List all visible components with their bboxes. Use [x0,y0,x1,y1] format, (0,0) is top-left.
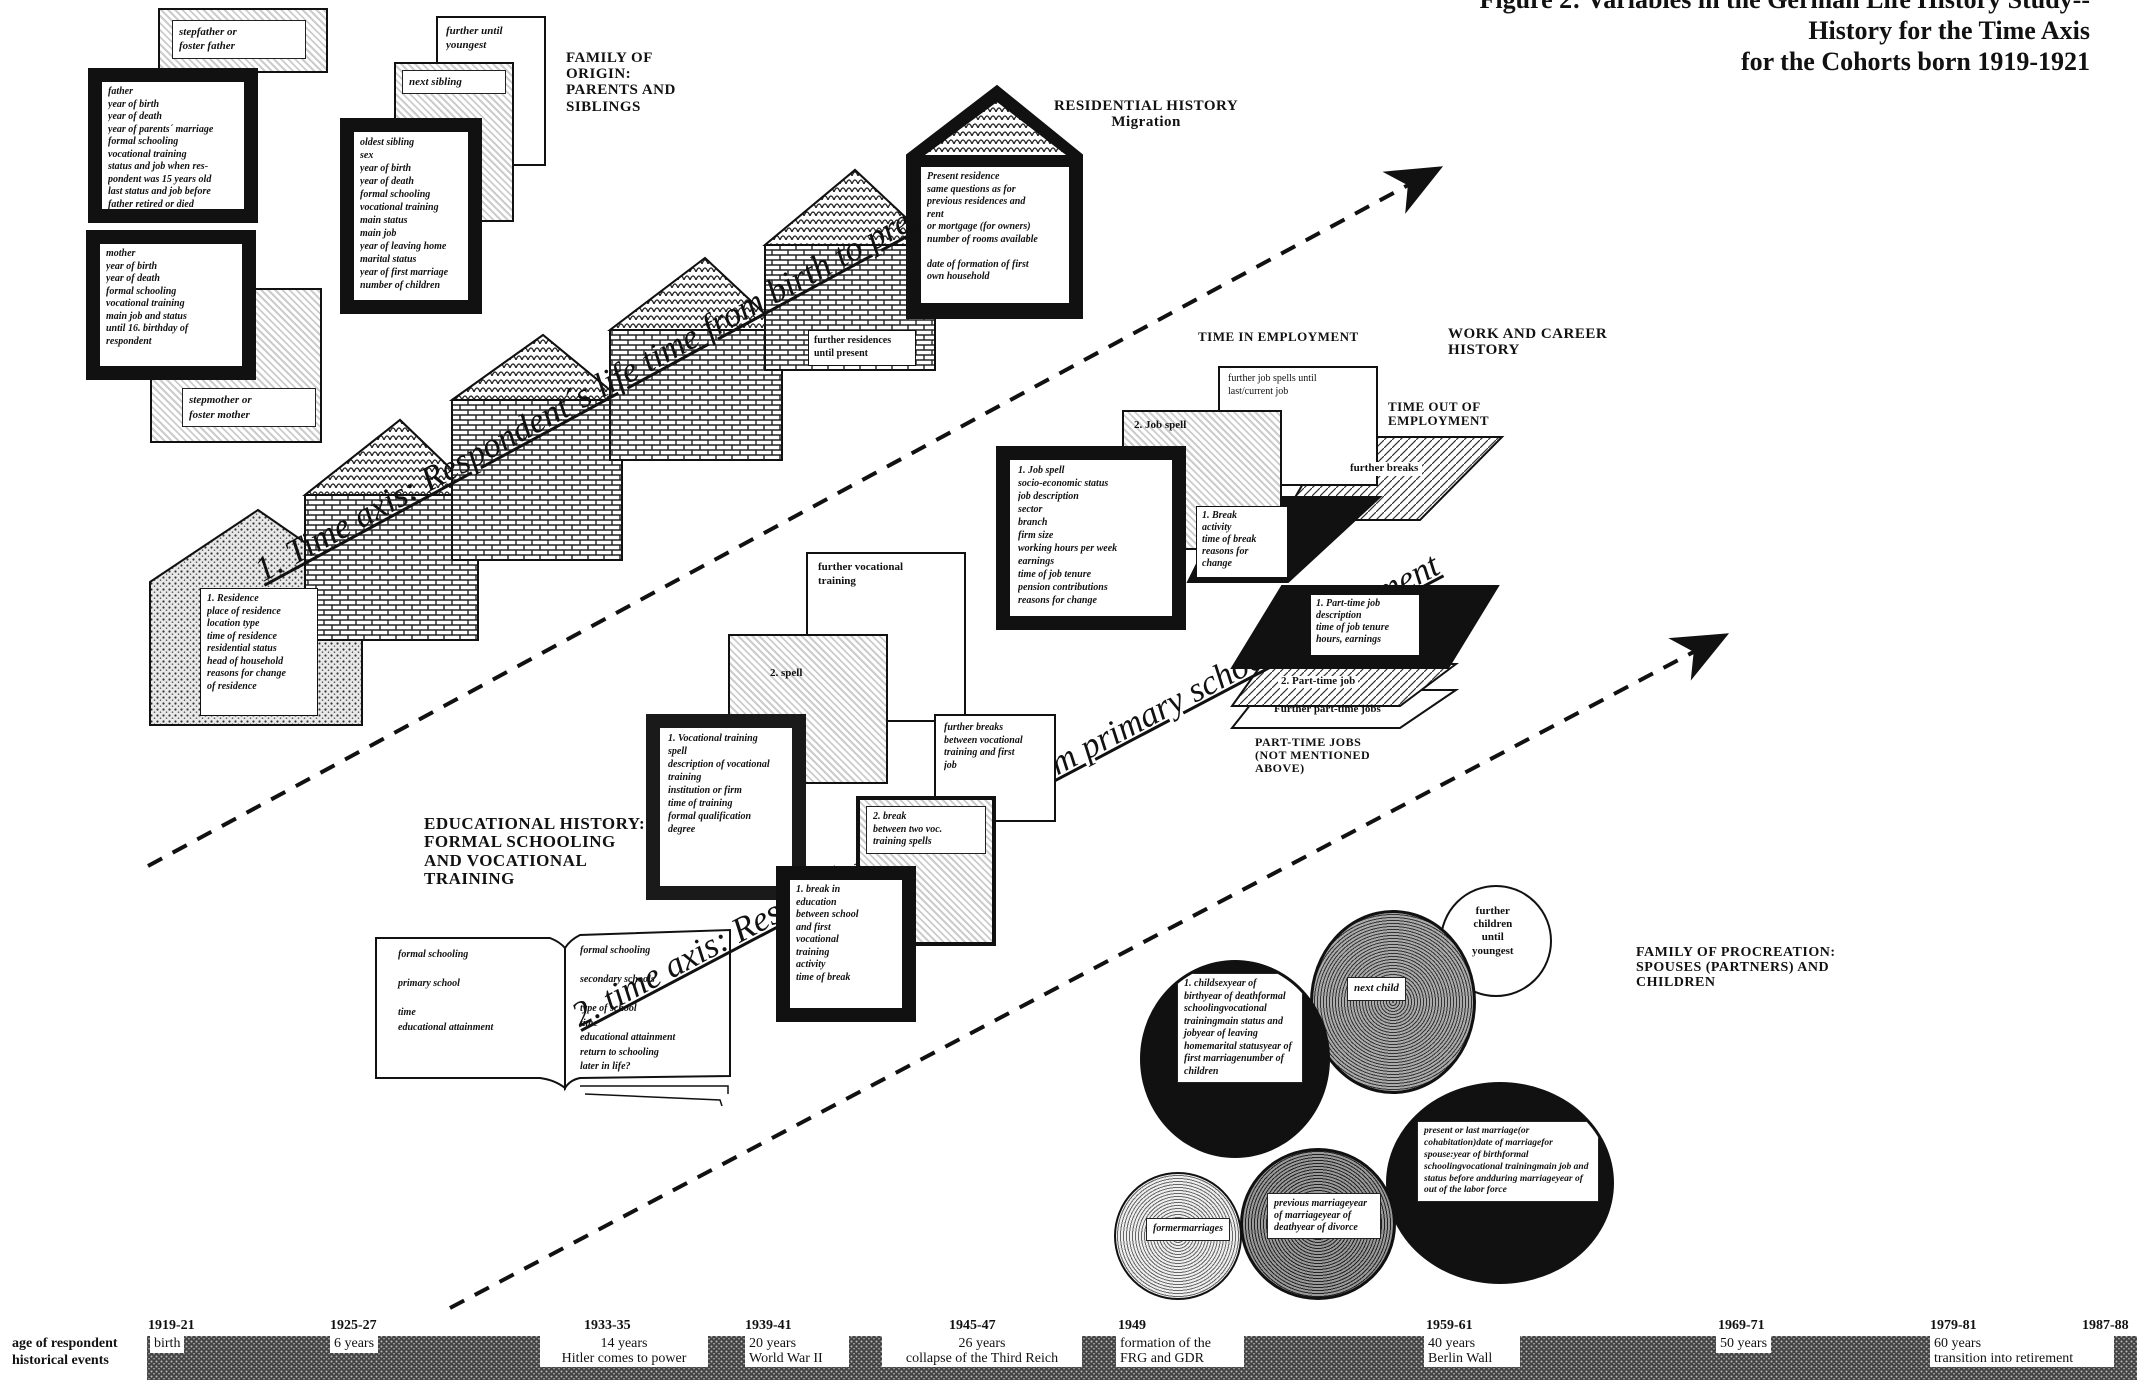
time-axis-2-arrow [449,633,1730,1310]
parttime-further-label: Further part-time jobs [1274,703,1381,715]
house-3 [448,333,625,561]
timeline-event: 50 years [1716,1336,1772,1380]
cohort-label: 1979-81 [1930,1318,1977,1333]
present-marriage-circle: present or last marriage(or cohabitation… [1386,1082,1614,1284]
cohort-label: 1949 [1118,1318,1146,1333]
cohort-label: 1945-47 [949,1318,996,1333]
cohort-label: 1969-71 [1718,1318,1765,1333]
timeline-event: birth [150,1336,185,1380]
previous-marriage-circle: previous marriageyear of marriageyear of… [1240,1148,1396,1300]
time-axis-1-arrow [147,166,1444,868]
parttime-stack [1229,585,1500,729]
former-marriages-circle: formermarriages [1114,1172,1242,1300]
book-right-page: formal schooling secondary schools type … [580,945,676,1072]
cohort-label: 1919-21 [148,1318,195,1333]
figure-title: Figure 2: Variables in the German Life H… [1479,0,2090,77]
cohort-label: 1925-27 [330,1318,377,1333]
cohort-label: 1987-88 [2082,1318,2129,1333]
schooling-book [375,928,731,1107]
cohort-label: 1933-35 [584,1318,631,1333]
further-breaks-label: further breaks [1346,462,1423,476]
timeline-event: 6 years [330,1336,379,1380]
cohort-label: 1939-41 [745,1318,792,1333]
time-in-employment-label: TIME IN EMPLOYMENT [1198,329,1359,344]
cohort-label: 1959-61 [1426,1318,1473,1333]
next-child-circle: next child [1310,910,1476,1094]
procreation-heading: FAMILY OF PROCREATION:SPOUSES (PARTNERS)… [1636,945,1836,991]
child-1-circle: 1. childsexyear of birthyear of deathfor… [1140,960,1330,1158]
house-4 [607,256,785,461]
parttime-2-label: 2. Part-time job [1278,675,1359,688]
house-5 [762,168,938,371]
